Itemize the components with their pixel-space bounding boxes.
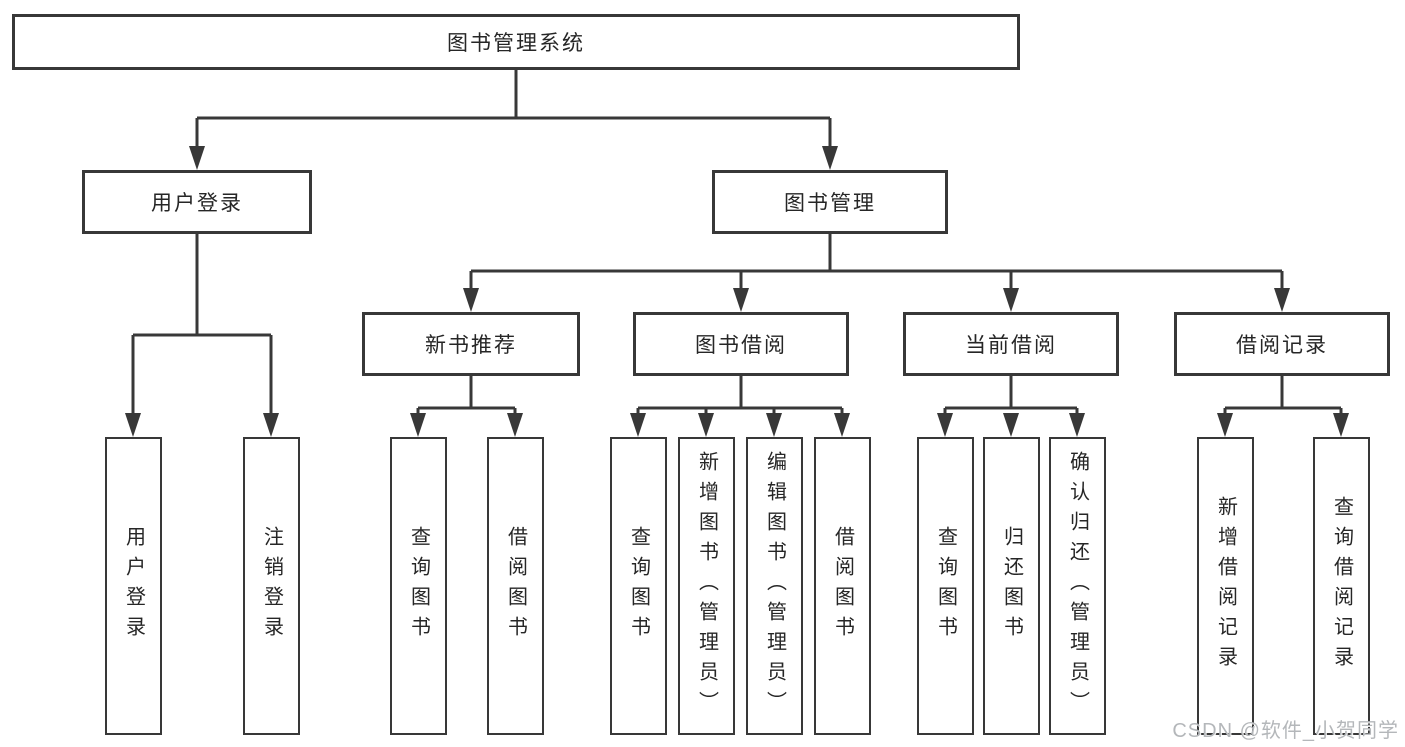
leaf-query-books-borrowing-label: 查询图书 xyxy=(627,526,650,646)
leaf-logout-login-label: 注销登录 xyxy=(260,526,283,646)
node-borrowing-records: 借阅记录 xyxy=(1174,312,1390,376)
leaf-add-books-admin-label: 新增图书（管理员） xyxy=(695,451,718,721)
leaf-add-books-admin: 新增图书（管理员） xyxy=(678,437,735,735)
node-book-borrowing: 图书借阅 xyxy=(633,312,849,376)
leaf-edit-books-admin: 编辑图书（管理员） xyxy=(746,437,803,735)
node-book-management: 图书管理 xyxy=(712,170,948,234)
leaf-add-borrow-record: 新增借阅记录 xyxy=(1197,437,1254,735)
leaf-query-books-current: 查询图书 xyxy=(917,437,974,735)
leaf-query-books-current-label: 查询图书 xyxy=(934,526,957,646)
node-library-management-system: 图书管理系统 xyxy=(12,14,1020,70)
leaf-return-books: 归还图书 xyxy=(983,437,1040,735)
leaf-borrow-books-recommend-label: 借阅图书 xyxy=(504,526,527,646)
leaf-return-books-label: 归还图书 xyxy=(1000,526,1023,646)
leaf-query-books-borrowing: 查询图书 xyxy=(610,437,667,735)
leaf-borrow-books-borrowing-label: 借阅图书 xyxy=(831,526,854,646)
connector-group xyxy=(131,70,1343,416)
leaf-query-borrow-record-label: 查询借阅记录 xyxy=(1330,496,1353,676)
leaf-confirm-return-admin-label: 确认归还（管理员） xyxy=(1066,451,1089,721)
leaf-query-books-recommend: 查询图书 xyxy=(390,437,447,735)
leaf-confirm-return-admin: 确认归还（管理员） xyxy=(1049,437,1106,735)
leaf-user-login: 用户登录 xyxy=(105,437,162,735)
leaf-edit-books-admin-label: 编辑图书（管理员） xyxy=(763,451,786,721)
leaf-query-books-recommend-label: 查询图书 xyxy=(407,526,430,646)
leaf-logout-login: 注销登录 xyxy=(243,437,300,735)
csdn-watermark: CSDN @软件_小贺同学 xyxy=(1172,720,1399,742)
arrowheads xyxy=(125,146,1349,437)
leaf-borrow-books-borrowing: 借阅图书 xyxy=(814,437,871,735)
node-current-borrowing: 当前借阅 xyxy=(903,312,1119,376)
leaf-query-borrow-record: 查询借阅记录 xyxy=(1313,437,1370,735)
leaf-user-login-label: 用户登录 xyxy=(122,526,145,646)
leaf-add-borrow-record-label: 新增借阅记录 xyxy=(1214,496,1237,676)
leaf-borrow-books-recommend: 借阅图书 xyxy=(487,437,544,735)
node-user-login: 用户登录 xyxy=(82,170,312,234)
node-new-book-recommendation: 新书推荐 xyxy=(362,312,580,376)
